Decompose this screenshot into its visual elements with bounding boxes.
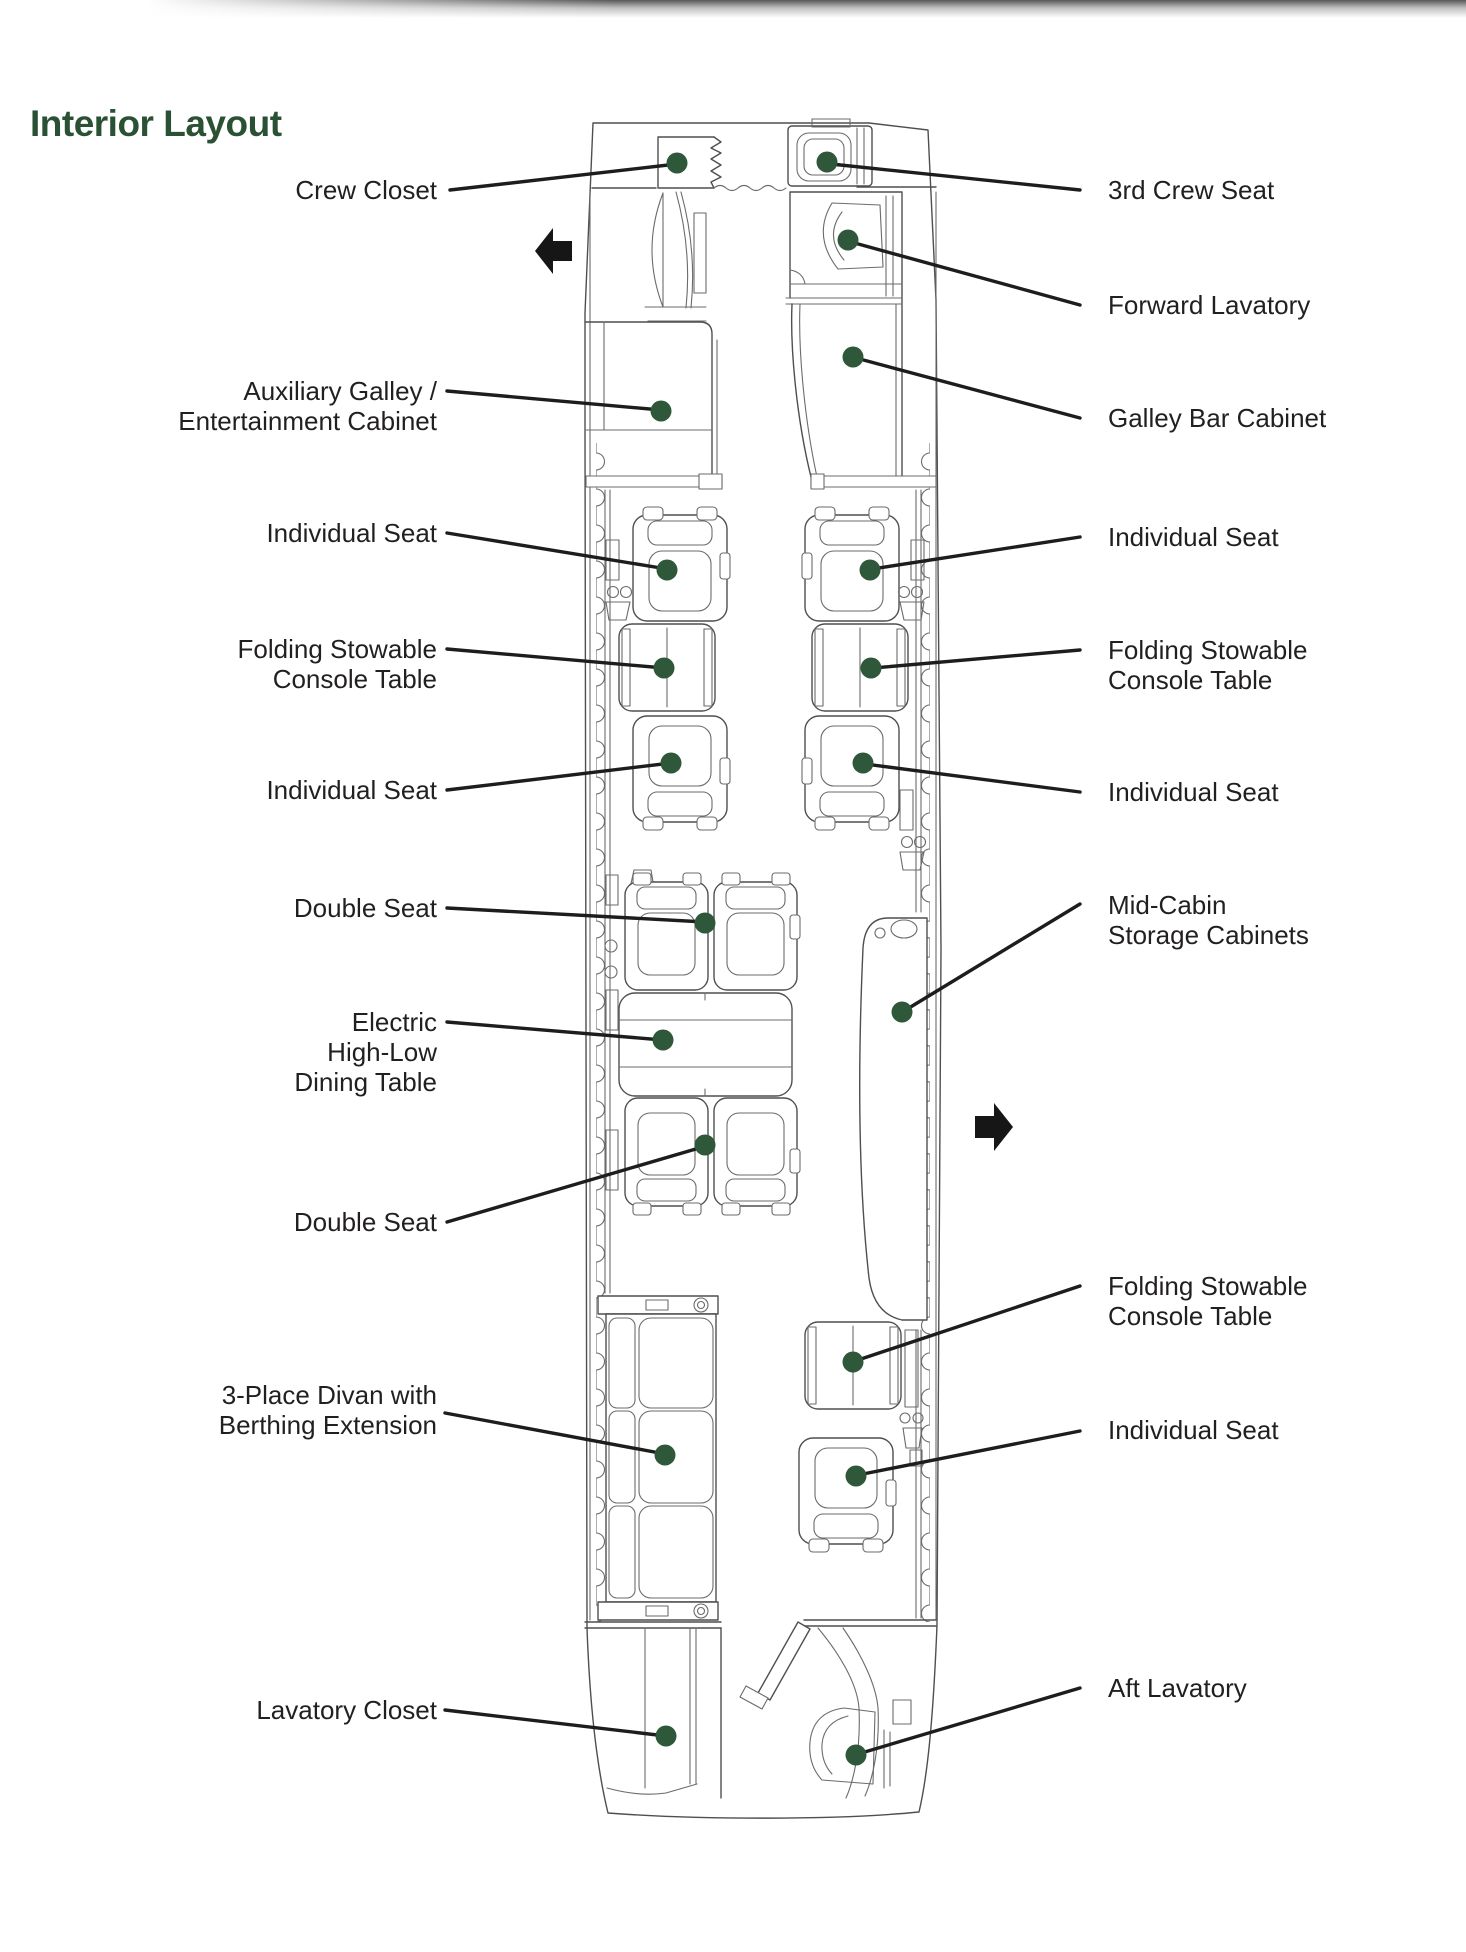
callout-label: Individual Seat [266, 775, 437, 805]
dining-table [618, 992, 793, 1097]
dot-console-table-3 [842, 1351, 864, 1373]
callout-dots [650, 151, 913, 1766]
mid-cabin [604, 872, 928, 1321]
callout-label: 3-Place Divan with [222, 1380, 437, 1410]
callout-label: Galley Bar Cabinet [1108, 403, 1327, 433]
callout-label: Dining Table [294, 1067, 437, 1097]
double-seat-forward [624, 872, 801, 991]
left-window-scallops [596, 443, 606, 1622]
dot-dining-table [652, 1029, 674, 1051]
aft-wall-panel [904, 1329, 919, 1408]
individual-seat-forward-right [801, 506, 900, 622]
aft-ledge-right [899, 1412, 924, 1467]
individual-seat-mid-right [801, 715, 900, 831]
page-title: Interior Layout [30, 103, 282, 144]
dot-auxiliary-galley [650, 400, 672, 422]
callout-label: Folding Stowable [1108, 1271, 1307, 1301]
callout-label: Forward Lavatory [1108, 290, 1310, 320]
dot-console-table-2 [860, 657, 882, 679]
forward-bulkhead [585, 473, 937, 490]
crew-closet [657, 136, 722, 189]
callout-label: Aft Lavatory [1108, 1673, 1247, 1703]
callout-label: Individual Seat [266, 518, 437, 548]
dot-forward-lavatory [837, 229, 859, 251]
auxiliary-galley-cabinet [584, 321, 718, 478]
callout-label: 3rd Crew Seat [1108, 175, 1275, 205]
callout-label: Berthing Extension [219, 1410, 437, 1440]
galley-bar-cabinet [790, 303, 897, 478]
callout-label: Folding Stowable [238, 634, 437, 664]
callout-label: Console Table [1108, 665, 1272, 695]
dot-console-table-1 [653, 657, 675, 679]
break-line [713, 184, 787, 192]
dot-individual-seat-3 [859, 559, 881, 581]
aft-section [584, 1295, 937, 1629]
toilet [822, 202, 884, 270]
callout-label: Electric [352, 1007, 437, 1037]
lavatory-closet [606, 1627, 722, 1799]
dot-double-seat-2 [694, 1134, 716, 1156]
toilet [809, 1707, 876, 1785]
callout-label: Crew Closet [295, 175, 437, 205]
individual-seat-mid-left [632, 715, 731, 831]
lavatory-door-open [739, 1621, 811, 1710]
individual-seat-aft [798, 1437, 897, 1553]
callout-labels-right: 3rd Crew Seat Forward Lavatory Galley Ba… [1108, 175, 1327, 1703]
callout-leader-lines [443, 162, 1082, 1756]
aft-lavatory [809, 1627, 912, 1799]
aft-lavatory-area [606, 1621, 912, 1799]
entry-door-area [644, 191, 707, 322]
individual-seat-forward-left [632, 506, 731, 622]
mid-ledge-left [604, 874, 619, 1191]
dot-mid-cabin-storage [891, 1001, 913, 1023]
dot-individual-seat-1 [656, 559, 678, 581]
callout-label: Individual Seat [1108, 777, 1279, 807]
callout-label: Entertainment Cabinet [178, 406, 437, 436]
aft-partition-left [584, 1621, 722, 1629]
dot-individual-seat-2 [660, 752, 682, 774]
callout-label: High-Low [327, 1037, 437, 1067]
dot-individual-seat-4 [852, 752, 874, 774]
callout-label: Individual Seat [1108, 1415, 1279, 1445]
aft-partition-right [803, 1619, 937, 1627]
callout-label: Auxiliary Galley / [243, 376, 437, 406]
dot-crew-closet [666, 152, 688, 174]
callout-label: Individual Seat [1108, 522, 1279, 552]
callout-label: Console Table [1108, 1301, 1272, 1331]
callout-label: Storage Cabinets [1108, 920, 1309, 950]
forward-section [584, 118, 937, 490]
forward-lavatory [785, 191, 903, 478]
dot-individual-seat-5 [845, 1465, 867, 1487]
dot-divan [654, 1444, 676, 1466]
dot-lavatory-closet [655, 1725, 677, 1747]
callout-label: Mid-Cabin [1108, 890, 1227, 920]
callout-label: Console Table [273, 664, 437, 694]
mid-cabin-storage-cabinet [859, 917, 928, 1321]
callout-label: Folding Stowable [1108, 635, 1307, 665]
aft-direction-arrow [975, 1103, 1013, 1151]
dot-third-crew-seat [816, 151, 838, 173]
dot-aft-lavatory [845, 1744, 867, 1766]
callout-label: Double Seat [294, 1207, 438, 1237]
callout-labels-left: Crew Closet Auxiliary Galley / Entertain… [178, 175, 437, 1725]
callout-label: Double Seat [294, 893, 438, 923]
double-seat-aft [624, 1097, 801, 1216]
forward-direction-arrow [535, 228, 572, 274]
dot-galley-bar-cabinet [842, 346, 864, 368]
page-top-shadow [0, 0, 1466, 18]
callout-label: Lavatory Closet [256, 1695, 437, 1725]
dot-double-seat-1 [694, 912, 716, 934]
